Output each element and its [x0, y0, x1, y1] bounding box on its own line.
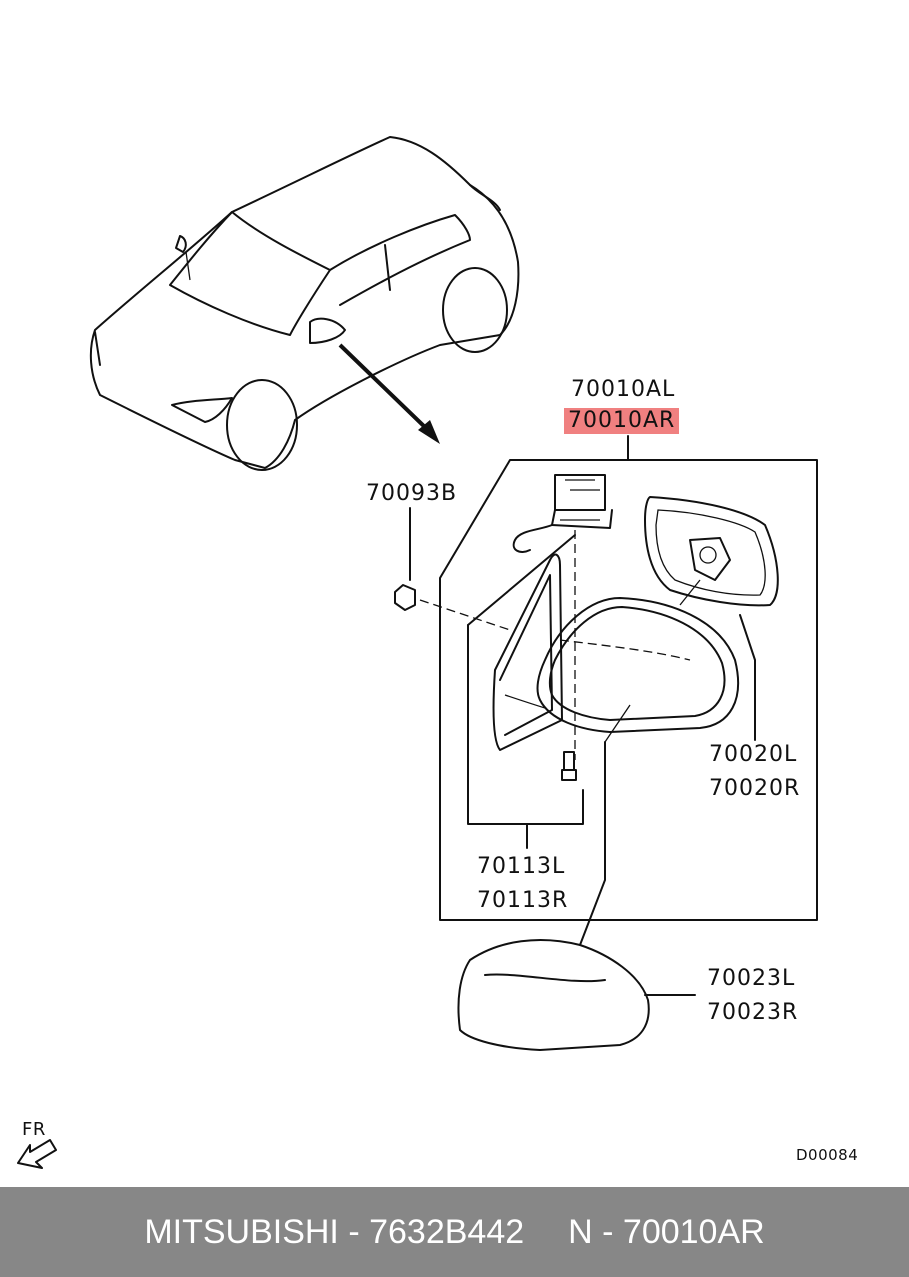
- bolt-part: [394, 507, 511, 631]
- mirror-cover: [457, 939, 696, 1051]
- leader-lines: [467, 534, 756, 946]
- mirror-glass: [644, 496, 779, 607]
- label-70113R: 70113R: [477, 888, 569, 913]
- label-70023L: 70023L: [707, 966, 796, 991]
- label-70020R: 70020R: [709, 776, 801, 801]
- mirror-housing: [536, 597, 740, 733]
- label-70113L: 70113L: [477, 854, 566, 879]
- label-70010AL: 70010AL: [571, 377, 676, 402]
- footer-bar: MITSUBISHI - 7632B442 N - 70010AR: [0, 1187, 909, 1277]
- label-70093B: 70093B: [366, 481, 458, 506]
- label-70020L: 70020L: [709, 742, 798, 767]
- assembly-box: [439, 435, 818, 921]
- footer-catalog-ref: N - 70010AR: [568, 1212, 765, 1251]
- direction-arrow: [338, 343, 440, 444]
- diagram-code: D00084: [796, 1146, 859, 1164]
- car-outline: [89, 136, 520, 471]
- label-70010AR: 70010AR: [564, 408, 680, 434]
- front-label: FR: [22, 1119, 46, 1140]
- front-direction-icon: [17, 1139, 57, 1169]
- parts-diagram: [17, 136, 818, 1169]
- screw-part: [561, 751, 577, 781]
- label-70023R: 70023R: [707, 1000, 799, 1025]
- mirror-base: [492, 553, 563, 751]
- mirror-motor: [512, 474, 613, 760]
- footer-brand-part: MITSUBISHI - 7632B442: [144, 1212, 525, 1251]
